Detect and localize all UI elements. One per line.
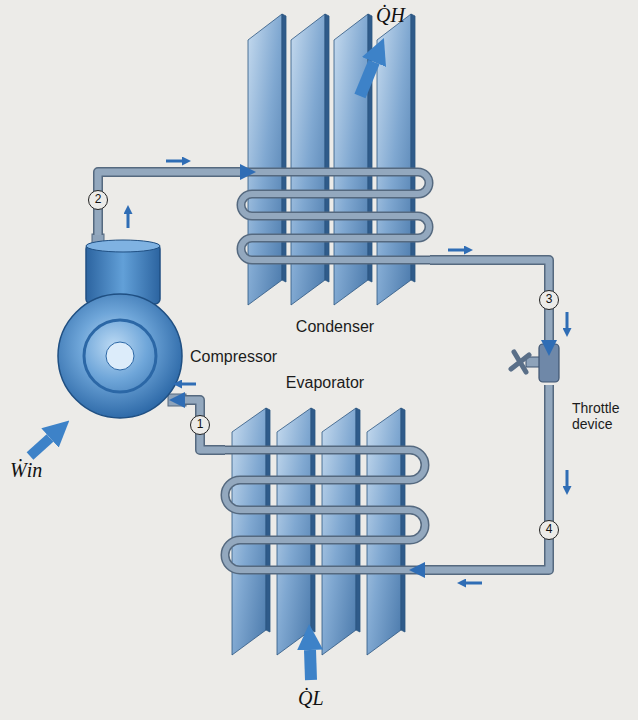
flow-arrow — [448, 249, 464, 252]
refrigerant-pipe — [185, 400, 225, 450]
energy-symbol: Q̇H — [376, 3, 405, 28]
component-label: Throttle device — [572, 400, 634, 432]
flow-arrow — [566, 470, 569, 486]
fin-edge — [311, 408, 315, 632]
energy-symbol: Ẇin — [10, 458, 42, 483]
fin-edge — [356, 408, 360, 632]
energy-symbol: Q̇L — [298, 686, 324, 711]
evaporator-coil: Evaporator — [225, 400, 425, 660]
flow-arrow — [466, 582, 482, 585]
volute-ring — [84, 320, 156, 392]
component-label: Condenser — [240, 318, 430, 336]
refrigerant-pipe — [425, 385, 549, 570]
fin-plate — [277, 408, 311, 655]
compressor-symbol — [58, 234, 186, 418]
work-in-arrow — [30, 438, 50, 456]
state-number: 1 — [190, 415, 210, 435]
flow-arrow — [566, 312, 569, 328]
throttle-valve: Throttle device — [532, 340, 566, 385]
fin-plate — [322, 408, 356, 655]
inlet-neck — [168, 394, 186, 406]
fin-plate — [232, 408, 266, 655]
evaporator-tubes — [225, 450, 425, 570]
valve-handle — [511, 355, 529, 369]
compressor-cap — [86, 240, 160, 252]
flow-arrow — [166, 160, 182, 163]
pipe-outline — [185, 400, 225, 450]
tube — [240, 172, 430, 260]
state-number: 2 — [88, 190, 108, 210]
fin-edge — [266, 408, 270, 632]
state-number: 4 — [539, 520, 559, 540]
flow-arrow — [182, 383, 196, 386]
pipe-outline — [98, 172, 240, 235]
flow-arrow — [127, 214, 130, 228]
heat-out-arrow — [360, 62, 374, 96]
flow-arrows — [128, 161, 567, 583]
compressor-volute — [58, 294, 182, 418]
tube-highlight — [240, 172, 430, 260]
component-label: Evaporator — [225, 374, 425, 392]
heat-in-arrow — [310, 650, 311, 680]
pipe-outline — [425, 385, 549, 570]
tube — [225, 450, 425, 570]
throttle-symbol — [511, 344, 559, 382]
valve-body — [539, 344, 559, 382]
condenser-coil: Condenser — [240, 10, 430, 305]
refrigerant-pipe — [98, 172, 240, 235]
state-number: 3 — [539, 290, 559, 310]
fin-edge — [401, 408, 405, 632]
fin-plate — [367, 408, 401, 655]
evaporator-fins — [232, 408, 405, 655]
tube-highlight — [225, 450, 425, 570]
component-label: Compressor — [190, 348, 277, 366]
refrigerant-pipe — [430, 260, 549, 340]
compressor: Compressor — [55, 235, 185, 420]
pipe-outline — [430, 260, 549, 340]
condenser-tubes — [240, 172, 430, 260]
volute-eye — [106, 342, 134, 370]
